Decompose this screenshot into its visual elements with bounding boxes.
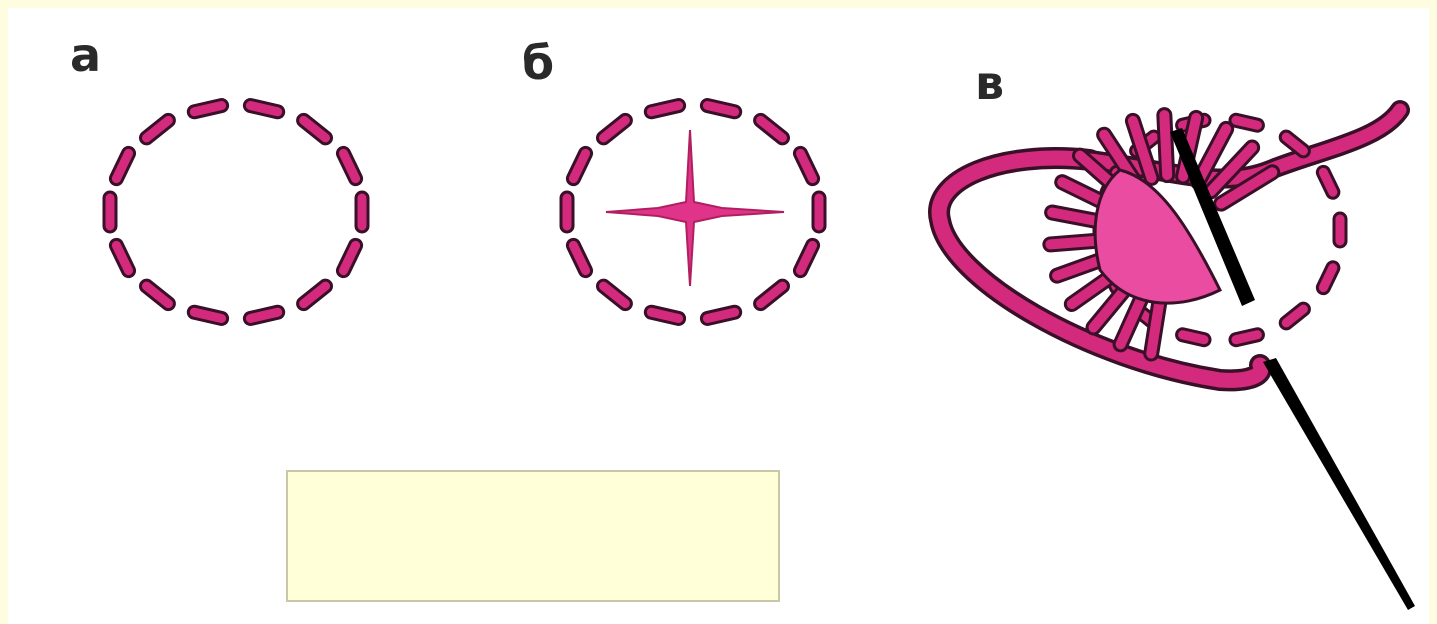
stitch <box>187 305 229 326</box>
stitch <box>356 192 368 232</box>
stitch <box>813 192 825 232</box>
stitch <box>700 305 742 326</box>
stitch <box>1315 164 1341 200</box>
stitch <box>104 192 116 232</box>
panel-b-ring-with-cross <box>548 80 848 340</box>
stitch <box>138 278 177 312</box>
stitch <box>295 278 334 312</box>
stitch <box>108 145 136 186</box>
stitch <box>335 145 363 186</box>
stitch <box>752 112 791 146</box>
stitch <box>138 112 177 146</box>
stitch <box>187 98 229 119</box>
stitch <box>595 112 634 146</box>
panel-a-dashed-ring <box>90 80 390 340</box>
panel-c-satin-stitch-with-needle <box>920 60 1430 620</box>
stitch <box>644 305 686 326</box>
stitch <box>792 237 820 278</box>
answer-box <box>286 470 780 602</box>
panel-label-a: а <box>70 32 101 78</box>
stitch <box>1315 260 1341 296</box>
stitch-ring <box>104 98 368 325</box>
stitch <box>595 278 634 312</box>
stitch <box>243 305 285 326</box>
stitch <box>1229 328 1265 347</box>
stitch <box>561 192 573 232</box>
satin-stitch <box>1164 115 1167 175</box>
stitch <box>644 98 686 119</box>
stitch <box>295 112 334 146</box>
stitch <box>565 237 593 278</box>
stitch <box>243 98 285 119</box>
stitch <box>1229 113 1265 132</box>
stitch <box>792 145 820 186</box>
cross-stitch <box>606 130 784 286</box>
stitch <box>752 278 791 312</box>
stitch <box>700 98 742 119</box>
stitch <box>1278 301 1312 332</box>
stitch <box>335 237 363 278</box>
stitch <box>1175 328 1211 347</box>
stitch <box>108 237 136 278</box>
stitch <box>1334 213 1346 247</box>
stitch <box>565 145 593 186</box>
